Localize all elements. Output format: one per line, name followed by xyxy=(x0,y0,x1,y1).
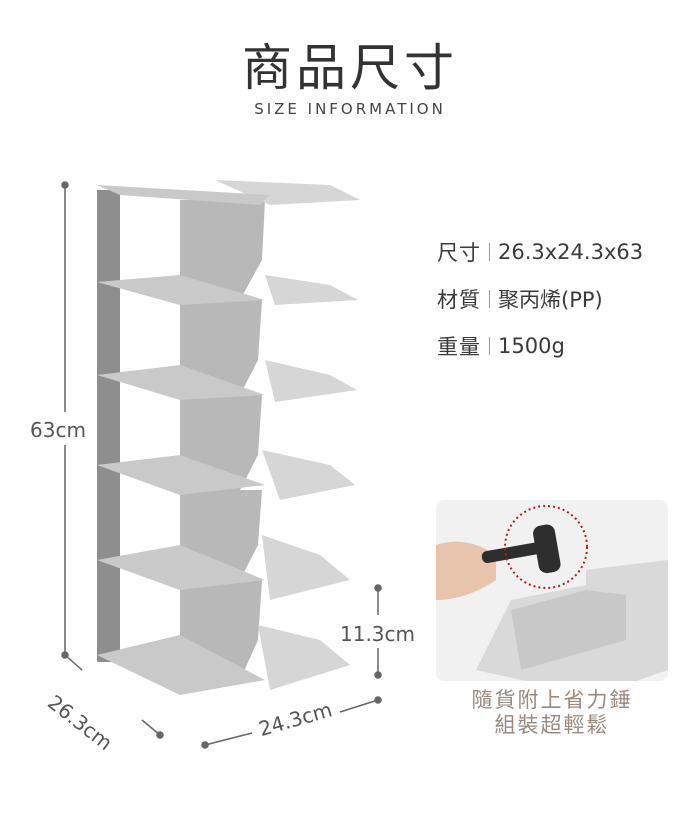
height-label: 63cm xyxy=(30,418,86,442)
spec-weight: 重量 1500g xyxy=(437,331,565,361)
caption-line-1: 隨貨附上省力錘 xyxy=(471,688,633,712)
divider xyxy=(489,337,490,355)
dimension-lines xyxy=(61,181,382,749)
hammer-photo-art xyxy=(436,505,668,681)
caption-line-2: 組裝超輕鬆 xyxy=(494,713,610,737)
spec-label: 重量 xyxy=(437,335,481,359)
spec-value: 聚丙烯(PP) xyxy=(498,288,603,312)
rack-back-panels xyxy=(180,200,265,680)
divider xyxy=(489,290,490,308)
spec-material: 材質聚丙烯(PP) xyxy=(437,284,603,314)
spec-label: 尺寸 xyxy=(437,241,481,265)
rack-left-panel xyxy=(97,190,120,662)
hammer-caption: 隨貨附上省力錘 組裝超輕鬆 xyxy=(436,688,668,738)
rack-front-shelves xyxy=(97,185,270,695)
spec-value: 26.3x24.3x63 xyxy=(498,240,644,264)
spec-value: 1500g xyxy=(498,334,565,358)
spec-size: 尺寸 26.3x24.3x63 xyxy=(437,237,643,267)
rack-right-shelves xyxy=(215,180,360,690)
shelf-gap-label: 11.3cm xyxy=(340,622,416,646)
page-title: 商品尺寸 xyxy=(242,39,458,97)
page-subtitle: SIZE INFORMATION xyxy=(254,100,446,118)
hammer-assembly-photo xyxy=(436,500,668,681)
divider xyxy=(489,243,490,261)
spec-label: 材質 xyxy=(437,288,481,312)
